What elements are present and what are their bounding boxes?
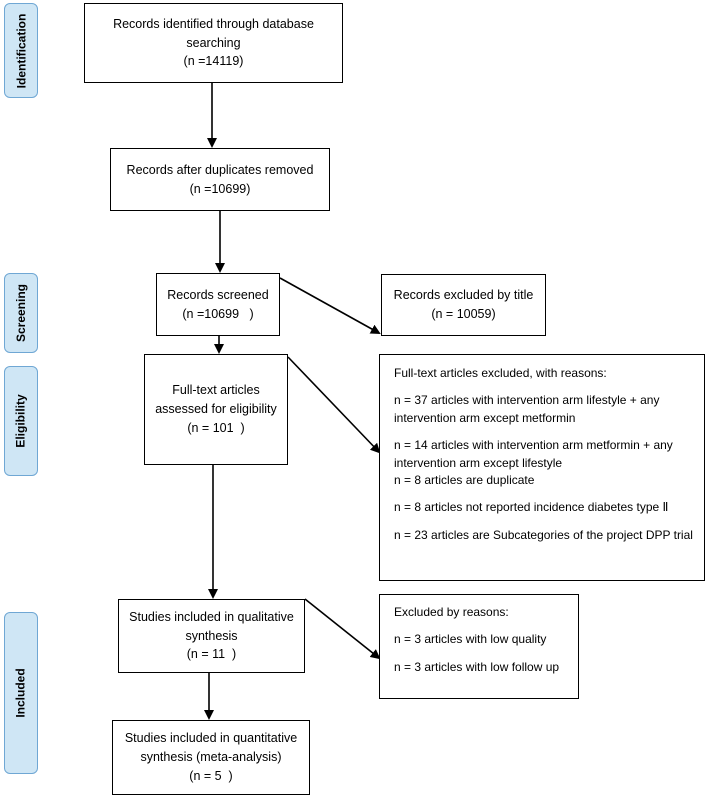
excluded-reasons-heading: Excluded by reasons: <box>394 605 509 619</box>
records-identified-line1: Records identified through database <box>113 16 314 31</box>
quantitative-synthesis-box: Studies included in quantitative synthes… <box>112 720 310 795</box>
records-screened-line1: Records screened <box>167 287 269 302</box>
records-deduplicated-count: (n =10699) <box>189 181 251 196</box>
fulltext-excluded-reason-1: n = 37 articles with intervention arm li… <box>394 393 660 425</box>
quantitative-synthesis-line2: synthesis (meta-analysis) <box>140 750 282 765</box>
records-screened-count: (n =10699 ) <box>182 306 254 321</box>
qualitative-synthesis-line2: synthesis <box>185 628 238 643</box>
fulltext-excluded-heading: Full-text articles excluded, with reason… <box>394 366 607 380</box>
arrow-qualitative-to-reasons <box>304 598 381 660</box>
records-identified-line2: searching <box>186 35 241 50</box>
records-deduplicated-box: Records after duplicates removed (n =106… <box>110 148 330 211</box>
qualitative-synthesis-line1: Studies included in qualitative <box>129 609 294 624</box>
fulltext-excluded-reason-4: n = 8 articles not reported incidence di… <box>394 500 669 515</box>
phase-screening: Screening <box>4 273 38 353</box>
quantitative-synthesis-count: (n = 5 ) <box>189 768 233 783</box>
qualitative-synthesis-count: (n = 11 ) <box>186 647 237 662</box>
excluded-reasons-box: Excluded by reasons: n = 3 articles with… <box>379 594 579 699</box>
records-excluded-title-line1: Records excluded by title <box>393 288 534 303</box>
phase-included-label: Included <box>14 668 28 718</box>
fulltext-excluded-reason-5: n = 23 articles are Subcategories of the… <box>394 527 693 542</box>
arrow-fulltext-to-excluded <box>287 356 381 454</box>
phase-eligibility: Eligibility <box>4 366 38 476</box>
records-screened-box: Records screened (n =10699 ) <box>156 273 280 336</box>
fulltext-excluded-reason-3: n = 8 articles are duplicate <box>394 472 535 487</box>
phase-eligibility-label: Eligibility <box>14 394 28 448</box>
phase-screening-label: Screening <box>14 283 28 343</box>
phase-identification: Identification <box>4 3 38 98</box>
fulltext-excluded-box: Full-text articles excluded, with reason… <box>379 354 705 581</box>
fulltext-assessed-line1: Full-text articles <box>172 383 260 398</box>
fulltext-assessed-count: (n = 101 ) <box>187 420 245 435</box>
fulltext-assessed-box: Full-text articles assessed for eligibil… <box>144 354 288 465</box>
fulltext-assessed-line2: assessed for eligibility <box>155 402 277 417</box>
records-identified-box: Records identified through database sear… <box>84 3 343 83</box>
phase-included: Included <box>4 612 38 774</box>
arrow-screened-to-excluded <box>279 277 381 334</box>
qualitative-synthesis-box: Studies included in qualitative synthesi… <box>118 599 305 673</box>
fulltext-excluded-reason-2: n = 14 articles with intervention arm me… <box>394 438 673 470</box>
excluded-reasons-reason-2: n = 3 articles with low follow up <box>394 659 560 674</box>
records-excluded-title-box: Records excluded by title (n = 10059) <box>381 274 546 336</box>
phase-identification-label: Identification <box>14 13 29 88</box>
records-deduplicated-line1: Records after duplicates removed <box>126 162 314 177</box>
records-excluded-title-count: (n = 10059) <box>431 307 496 321</box>
quantitative-synthesis-line1: Studies included in quantitative <box>124 731 298 746</box>
records-identified-count: (n =14119) <box>183 54 244 69</box>
excluded-reasons-reason-1: n = 3 articles with low quality <box>394 632 547 647</box>
